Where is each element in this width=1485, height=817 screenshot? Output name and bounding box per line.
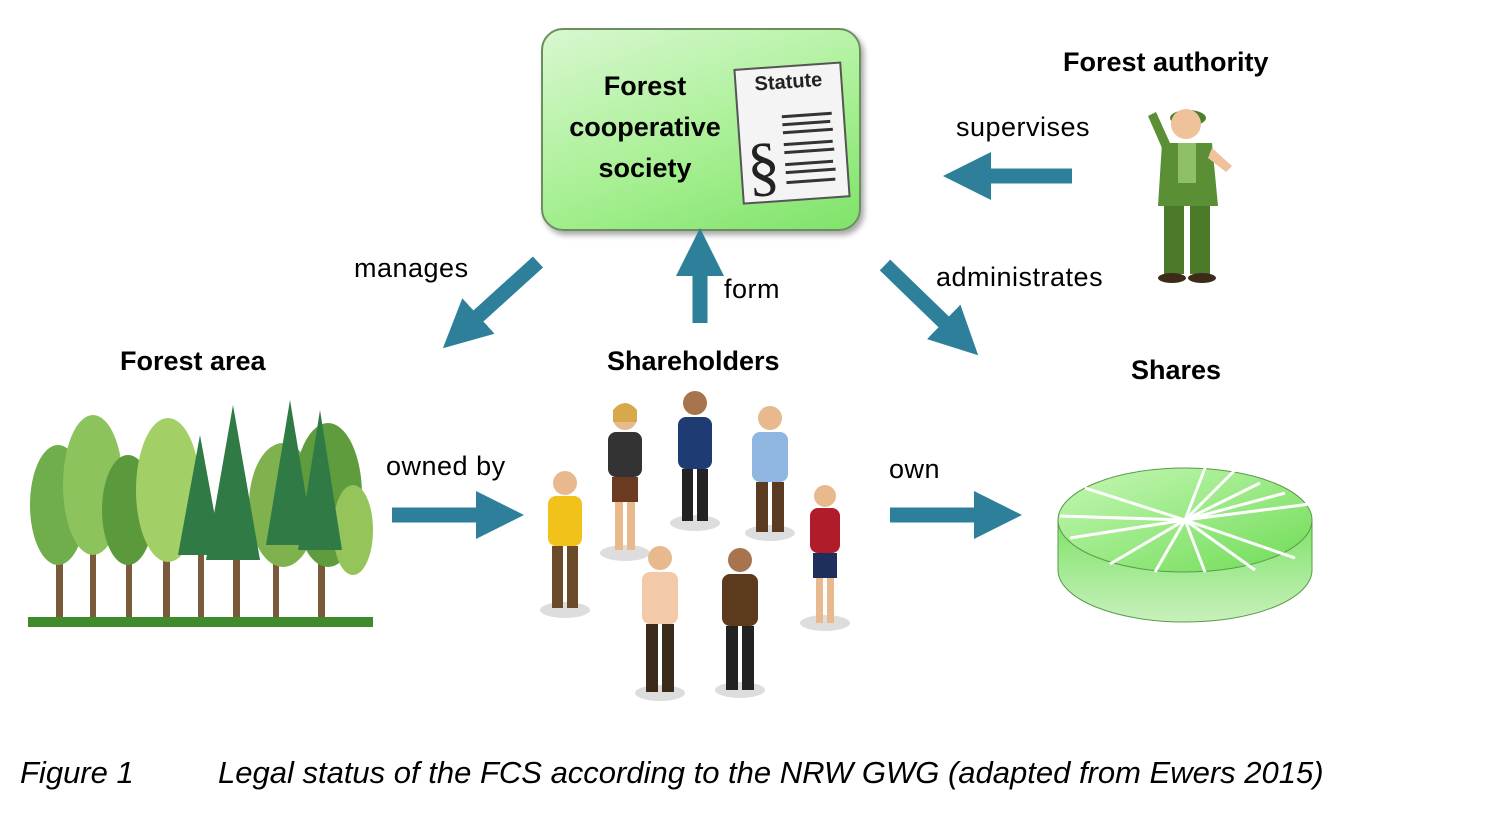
fcs-title: Forest cooperative society bbox=[569, 71, 721, 183]
shares-heading: Shares bbox=[1131, 355, 1222, 385]
forest-area-heading: Forest area bbox=[120, 346, 266, 376]
shareholders-heading: Shareholders bbox=[607, 346, 780, 376]
figure-caption-text: Legal status of the FCS according to the… bbox=[218, 755, 1324, 790]
shareholders-people-icon bbox=[540, 391, 850, 701]
own-label: own bbox=[889, 454, 941, 484]
paragraph-symbol: § bbox=[744, 129, 782, 204]
manages-label: manages bbox=[354, 253, 469, 283]
administrates-arrow bbox=[879, 259, 979, 356]
shares-pie-icon bbox=[1057, 441, 1313, 623]
supervises-label: supervises bbox=[956, 112, 1091, 142]
forest-trees-icon bbox=[28, 400, 373, 627]
statute-document-icon: Statute § bbox=[733, 61, 851, 205]
manages-arrow bbox=[442, 256, 544, 349]
form-label: form bbox=[724, 274, 780, 304]
figure-number: Figure 1 bbox=[20, 755, 134, 790]
figure-caption: Figure 1 Legal status of the FCS accordin… bbox=[20, 755, 1324, 791]
forest-authority-heading: Forest authority bbox=[1063, 47, 1269, 77]
owned-by-label: owned by bbox=[386, 451, 506, 481]
administrates-label: administrates bbox=[936, 262, 1104, 292]
forester-person-icon bbox=[1148, 109, 1232, 283]
statute-label: Statute bbox=[754, 69, 823, 96]
